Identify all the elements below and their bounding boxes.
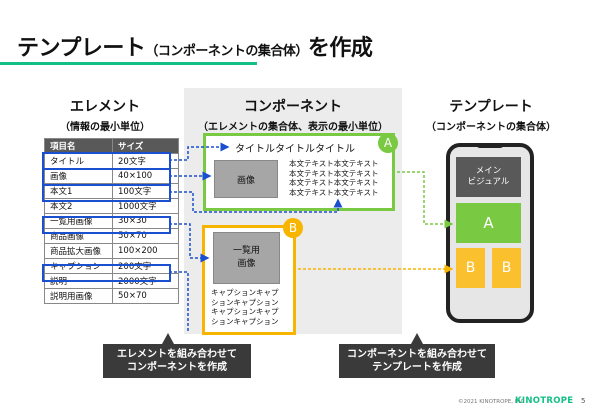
template-heading: テンプレート [449,99,533,115]
component-a-image-label: 画像 [236,175,255,186]
component-b-image: 一覧用 画像 [213,232,280,284]
badge-a-label: A [383,136,393,150]
callout-right-pointer [411,333,423,344]
template-subheading: （コンポーネントの集合体） [426,122,556,133]
component-b-caption: キャプションキャプ ションキャプション キャプションキャプ ションキャプション [211,288,279,326]
connector-body1 [169,191,343,213]
cell-size: 50×70 [112,288,179,304]
element-heading-block: エレメント （情報の最小単位） [40,96,170,133]
highlight-caption-row [42,264,171,282]
badge-a: A [378,133,398,153]
slide-title: テンプレート（コンポーネントの集合体）を作成 [17,30,373,62]
callout-left: エレメントを組み合わせて コンポーネントを作成 [103,344,251,378]
connector-title [169,142,230,161]
component-a-body: 本文テキスト本文テキスト 本文テキスト本文テキスト 本文テキスト本文テキスト 本… [289,159,379,197]
component-heading-block: コンポーネント （エレメントの集合体、表示の最小単位） [184,96,402,133]
title-sub: （コンポーネントの集合体） [145,44,308,59]
component-subheading: （エレメントの集合体、表示の最小単位） [198,122,388,133]
connector-list-image [169,223,210,263]
callout-right: コンポーネントを組み合わせて テンプレートを作成 [339,344,495,378]
template-block-b1: B [456,248,485,288]
element-heading: エレメント [70,99,140,115]
badge-b: B [283,218,303,238]
main-visual-block: メイン ビジュアル [456,157,521,197]
title-underline [0,62,257,65]
connector-a-to-template [392,171,454,229]
copyright: ©2021 KINOTROPE, INC [458,399,525,405]
phone-notch [476,143,504,148]
title-main: テンプレート [17,36,146,61]
title-tail: を作成 [307,36,373,61]
component-heading: コンポーネント [244,99,342,115]
highlight-body1-row [42,184,171,202]
template-block-a: A [456,203,521,243]
kinotrope-logo: KINOTROPE [515,396,574,406]
badge-b-label: B [288,221,298,235]
header-item-name: 項目名 [44,138,113,154]
connector-caption [169,271,189,332]
template-heading-block: テンプレート （コンポーネントの集合体） [416,96,566,133]
page-number: 5 [581,397,586,405]
element-subheading: （情報の最小単位） [60,122,150,133]
callout-left-pointer [162,333,174,344]
component-b-image-label: 一覧用 画像 [232,246,260,269]
component-a-title: タイトルタイトルタイトル [235,144,355,155]
template-block-b2: B [492,248,521,288]
highlight-list-image-row [42,216,171,234]
component-a-image: 画像 [214,160,278,198]
